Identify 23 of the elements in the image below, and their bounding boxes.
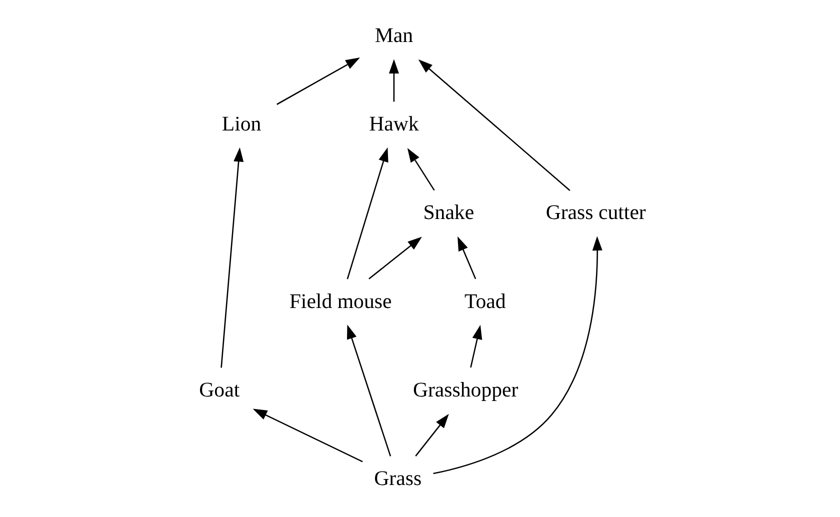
- arrow: [470, 324, 482, 368]
- arrow: [252, 408, 363, 462]
- node-text: Grass cutter: [546, 200, 646, 224]
- arrow: [368, 236, 422, 280]
- node-text: Field mouse: [289, 288, 392, 313]
- node-text: Lion: [222, 112, 262, 136]
- node-text: Snake: [423, 200, 474, 224]
- arrow: [346, 147, 388, 280]
- node-text: Toad: [464, 288, 506, 313]
- arrow: [346, 324, 392, 456]
- arrow: [220, 147, 244, 368]
- node-text: Hawk: [369, 112, 419, 136]
- node-text: Man: [374, 22, 414, 47]
- arrow: [407, 148, 435, 191]
- arrow: [276, 58, 360, 105]
- node-text: Grasshopper: [412, 377, 518, 402]
- arrow: [388, 59, 399, 102]
- node-text: Goat: [199, 377, 240, 402]
- arrow: [433, 236, 602, 474]
- node-text: Grass: [374, 466, 422, 490]
- arrow: [418, 59, 570, 191]
- arrow: [415, 414, 449, 456]
- arrow: [458, 236, 476, 280]
